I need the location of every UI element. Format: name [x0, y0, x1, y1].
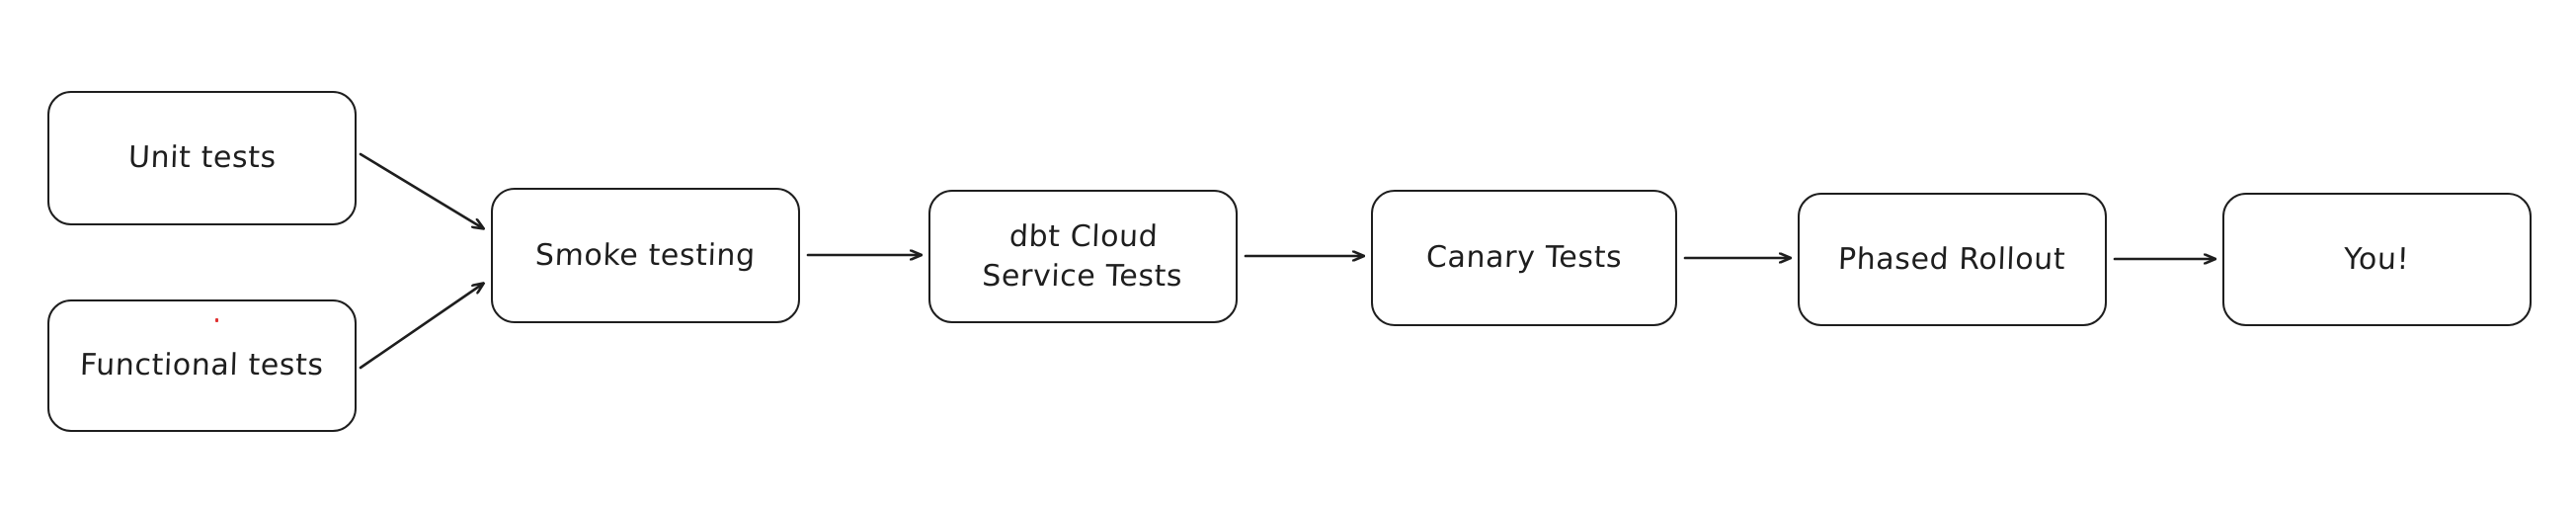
- node-label-phased-rollout: Phased Rollout: [1837, 241, 2067, 277]
- node-label-unit-tests: Unit tests: [126, 140, 278, 176]
- edge-functional-to-smoke: [359, 284, 483, 370]
- node-label-dbt-cloud-service-tests: dbt Cloud Service Tests: [981, 218, 1183, 294]
- node-you[interactable]: You!: [2222, 193, 2532, 326]
- node-label-smoke-testing: Smoke testing: [534, 237, 757, 273]
- node-label-you: You!: [2343, 241, 2411, 277]
- node-phased-rollout[interactable]: Phased Rollout: [1798, 193, 2107, 326]
- node-label-canary-tests: Canary Tests: [1425, 240, 1623, 276]
- artifact-red-speck: [215, 318, 218, 322]
- node-functional-tests[interactable]: Functional tests: [47, 299, 357, 432]
- node-dbt-cloud-service-tests[interactable]: dbt Cloud Service Tests: [928, 190, 1238, 323]
- node-label-functional-tests: Functional tests: [79, 348, 325, 383]
- node-canary-tests[interactable]: Canary Tests: [1371, 190, 1677, 326]
- node-smoke-testing[interactable]: Smoke testing: [491, 188, 800, 323]
- edge-unit-to-smoke: [359, 152, 483, 228]
- node-unit-tests[interactable]: Unit tests: [47, 91, 357, 225]
